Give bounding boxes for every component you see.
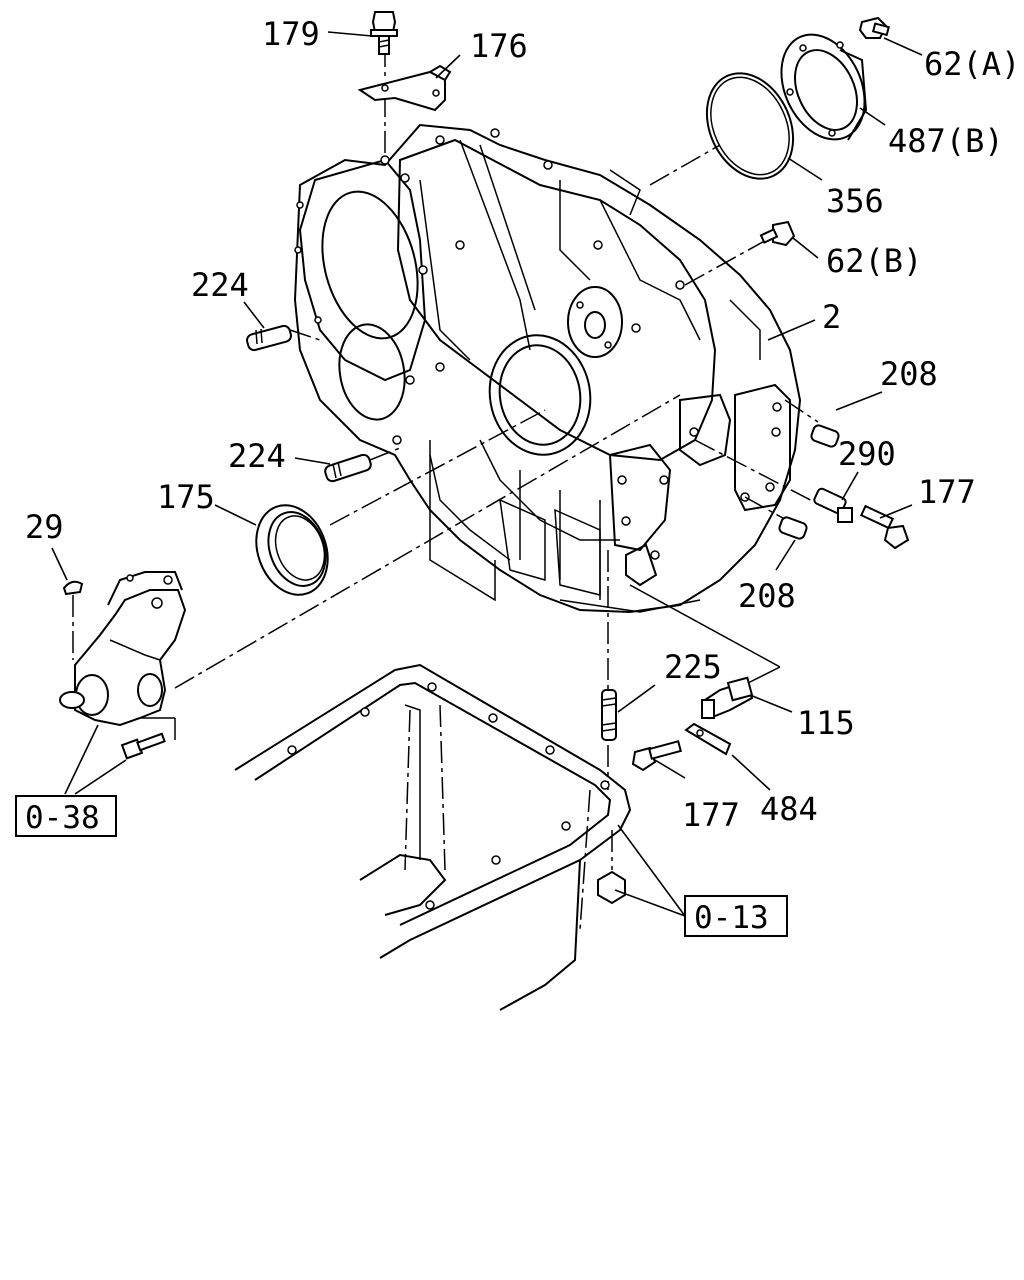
bolt-62a xyxy=(858,16,890,39)
oil-pan xyxy=(234,663,632,1011)
o-ring-356 xyxy=(705,72,795,180)
bracket-176 xyxy=(357,64,452,112)
label-179: 179 xyxy=(262,15,320,53)
sensor-290 xyxy=(813,487,853,523)
label-175: 175 xyxy=(157,478,215,516)
bolt-62b xyxy=(759,220,796,247)
drain-plug xyxy=(597,870,626,905)
label-115: 115 xyxy=(797,704,855,742)
label-177-bottom: 177 xyxy=(682,796,740,834)
bolt-179 xyxy=(370,11,398,55)
leader-lines xyxy=(51,31,923,917)
label-484: 484 xyxy=(760,790,818,828)
label-62a: 62(A) xyxy=(924,45,1020,83)
dowel-208-top xyxy=(810,424,840,448)
label-224-mid: 224 xyxy=(228,437,286,475)
dowel-208-bot xyxy=(778,516,808,540)
label-29: 29 xyxy=(25,508,64,546)
label-225: 225 xyxy=(664,648,722,686)
ref-0-13-text: 0-13 xyxy=(694,900,769,936)
ref-box-0-38[interactable]: 0-38 xyxy=(15,795,117,837)
label-487b: 487(B) xyxy=(888,122,1004,160)
label-290: 290 xyxy=(838,435,896,473)
label-356: 356 xyxy=(826,182,884,220)
sensor-115 xyxy=(701,676,754,720)
label-62b: 62(B) xyxy=(826,242,922,280)
cover-487b xyxy=(780,33,868,141)
pump-bolt xyxy=(120,732,166,760)
bolt-177-bottom xyxy=(631,740,683,772)
label-208-top: 208 xyxy=(880,355,938,393)
dowel-224-mid xyxy=(324,453,372,483)
label-176: 176 xyxy=(470,27,528,65)
dowel-224-top xyxy=(246,324,292,352)
label-224-top: 224 xyxy=(191,266,249,304)
bolt-177-right xyxy=(859,504,910,550)
stud-225 xyxy=(601,689,617,741)
center-lines xyxy=(72,45,821,931)
key-29 xyxy=(62,580,84,596)
oil-pump xyxy=(59,571,187,740)
label-208-bot: 208 xyxy=(738,577,796,615)
ref-0-38-text: 0-38 xyxy=(25,800,100,836)
ref-box-0-13[interactable]: 0-13 xyxy=(684,895,788,937)
bracket-484 xyxy=(684,722,732,756)
part-labels: 179 176 62(A) 487(B) 356 62(B) 224 2 208… xyxy=(25,15,1020,834)
label-177-right: 177 xyxy=(918,473,976,511)
flywheel-housing xyxy=(293,123,802,614)
label-2: 2 xyxy=(822,298,841,336)
oil-seal-175 xyxy=(255,504,329,596)
